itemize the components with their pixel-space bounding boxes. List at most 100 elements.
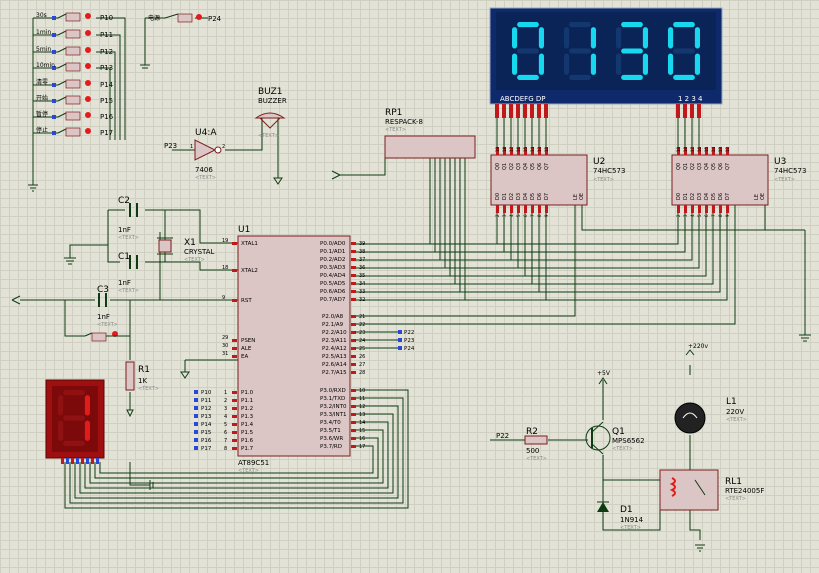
segment-d [673,74,695,80]
q1-text: <TEXT> [612,446,633,452]
u1-pin-label: P1.0 [241,390,254,396]
u1-pin [232,347,237,350]
u1-pin-label: P3.3/INT1 [320,412,347,418]
relay-rl1: RL1 RTE24005F <TEXT> [659,469,764,511]
microcontroller-u1: U1 AT89C51 <TEXT> XTAL119XTAL218RST9PSEN… [194,225,415,474]
latch-d-pin [705,205,708,213]
u1-pin-num: 33 [359,289,365,295]
u1-pin-num: 22 [359,322,365,328]
u1-pin-num: 12 [359,404,365,410]
latch-oe-label: OE [579,193,585,200]
latch-q-label: Q3 [697,163,703,170]
power-switch[interactable]: 电源 P24 [148,13,222,23]
u1-pin-num: 37 [359,257,365,263]
switch-label: 30s [36,12,47,19]
u1-pin [351,437,356,440]
u1-pin-label: PSEN [241,338,255,344]
latch-q-label: Q1 [502,163,508,170]
u1-pin-label: P0.5/AD5 [320,281,346,287]
u1-pin-num: 35 [359,273,365,279]
latch-u3: U3 74HC573 <TEXT> Q019D02Q118D13Q217D24Q… [671,146,806,217]
latch-q-num: 19 [495,146,500,152]
u1-pin-num: 14 [359,420,365,426]
latch-d-pin [524,205,527,213]
x1-text: <TEXT> [184,257,205,263]
u1-pin [351,282,356,285]
latch-q-pin [524,147,527,155]
u1-pin-num: 26 [359,354,365,360]
u1-pin [232,407,237,410]
latch-d-num: 5 [516,214,521,217]
segment-e [58,420,64,441]
l1-value: 220V [726,408,744,416]
segment-b [84,395,90,416]
u1-pin-label: P1.2 [241,406,253,412]
u1-pin-num: 25 [359,346,365,352]
switch-net: P15 [100,97,113,105]
u1-pin-label: P0.2/AD2 [320,257,345,263]
net-marker [194,398,198,402]
rp1-text: <TEXT> [385,127,406,133]
latch-d-pin [719,205,722,213]
segment-a [673,22,695,28]
net-marker [194,406,198,410]
u1-pin [351,266,356,269]
r1-name: R1 [138,365,150,375]
latch-d-pin [698,205,701,213]
switch-net: P13 [100,64,113,72]
latch-q-label: Q4 [704,163,710,170]
u1-pin-num: 9 [222,295,225,301]
u1-pin-label: P3.6/WR [320,436,343,442]
segment-g [517,48,539,54]
segment-c [538,53,544,75]
segment-f [616,27,622,49]
u1-pin-label: XTAL2 [241,268,258,274]
latch-oe-label: OE [760,193,766,200]
u1-pin-num: 19 [222,238,228,244]
u1-pin [351,331,356,334]
display-seg-pin [537,104,541,118]
transistor-q1: Q1 MPS6562 <TEXT> +5V [585,370,645,455]
u1-pin [351,323,356,326]
u1-pin [232,415,237,418]
display1-pin [76,458,79,464]
latch-d-label: D2 [509,193,515,200]
q1-supply: +5V [597,370,611,377]
latch-d-label: D7 [725,193,731,200]
u1-pin-label: P3.4/T0 [320,420,341,426]
segment-a [63,390,85,396]
switch-net: P11 [100,31,113,39]
latch-q-pin [719,147,722,155]
display-dig-pin [690,104,694,118]
latch-q-pin [538,147,541,155]
latch-d-label: D1 [683,193,689,200]
u1-pin-label: P1.5 [241,430,254,436]
reset-switch[interactable] [84,331,130,342]
buzzer-buz1: BUZ1 BUZZER <TEXT> [254,87,287,139]
latch-q-num: 14 [530,146,535,152]
segment-g [673,48,695,54]
u1-pin [351,355,356,358]
u1-pin-num: 36 [359,265,365,271]
c1-text: <TEXT> [118,288,139,294]
switch-net: P14 [100,81,114,89]
u1-pin [351,339,356,342]
p1-net-label: P12 [201,406,211,412]
display-seg-pin [509,104,513,118]
net-marker [194,422,198,426]
digit-0 [512,22,544,80]
u1-pin-label: P2.4/A12 [322,346,347,352]
u1-pin-label: P3.2/INT0 [320,404,347,410]
latch-q-label: Q6 [537,163,543,170]
segment-a [621,22,643,28]
latch-d-pin [510,205,513,213]
resistor-r2: R2 500 <TEXT> P22 [496,427,548,462]
